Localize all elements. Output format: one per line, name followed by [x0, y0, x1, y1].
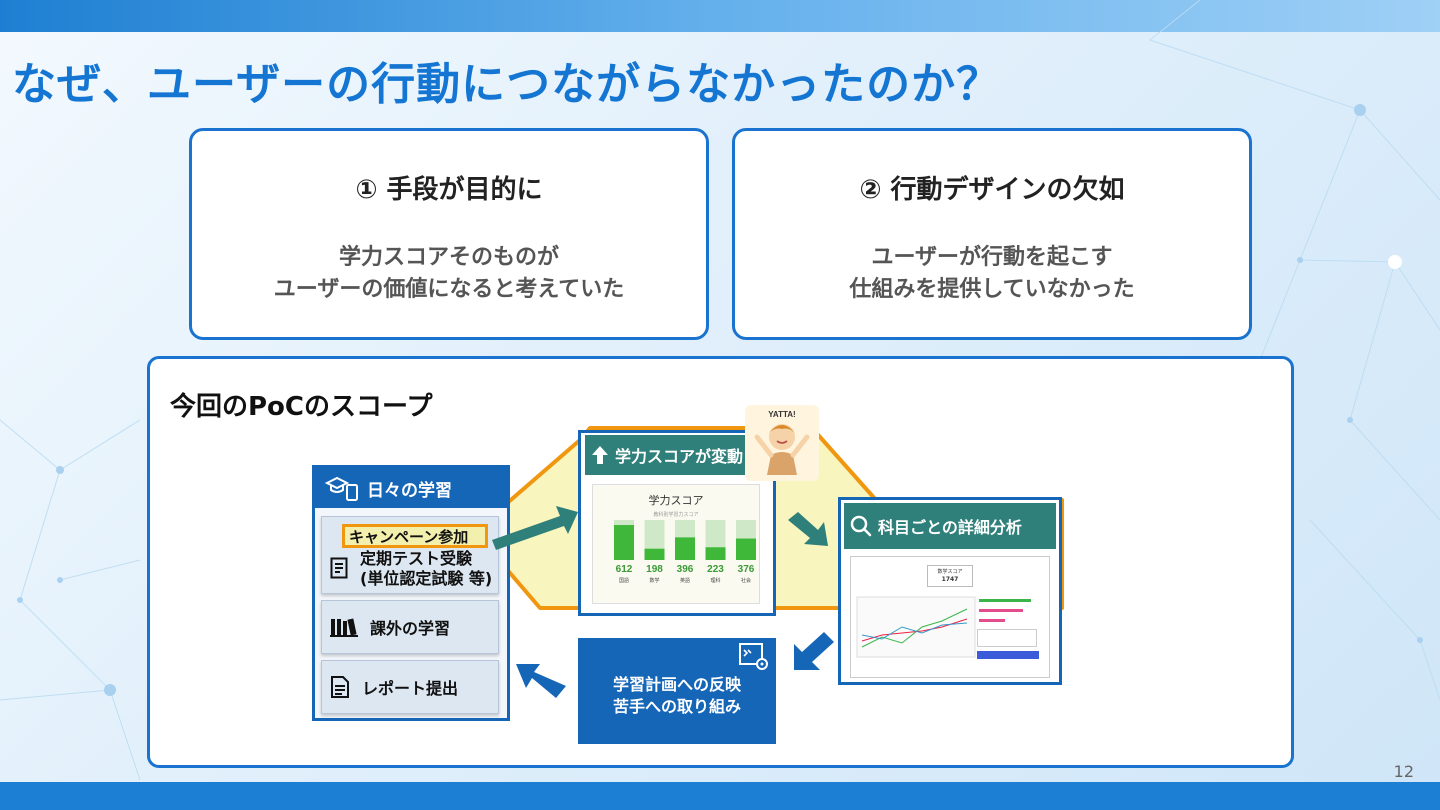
card-body: 学力スコアそのものが ユーザーの価値になると考えていた	[192, 242, 706, 306]
card-body-line: ユーザーの価値になると考えていた	[273, 277, 625, 302]
top-bar	[0, 0, 1440, 32]
card-heading: ① 手段が目的に	[355, 175, 543, 205]
card-body: ユーザーが行動を起こす 仕組みを提供していなかった	[735, 242, 1249, 306]
bar	[705, 547, 726, 560]
report-icon	[331, 676, 349, 698]
card-body-line: ユーザーが行動を起こす	[871, 245, 1113, 270]
card-lack-of-behavior-design: ② 行動デザインの欠如 ユーザーが行動を起こす 仕組みを提供していなかった	[732, 128, 1252, 340]
progress-bar	[979, 609, 1023, 612]
magnifier-icon	[850, 515, 872, 537]
daily-item-label: 課外の学習	[370, 619, 451, 638]
advice-button	[977, 651, 1039, 659]
bar-value-label: 376	[738, 564, 755, 575]
trend-line-chart	[856, 596, 976, 658]
bar-category-label: 英語	[680, 577, 690, 584]
score-panel-header: 学力スコアが変動	[585, 435, 745, 475]
math-score-value: 1747	[941, 576, 959, 583]
planning-gear-icon	[739, 643, 768, 670]
bar	[644, 548, 665, 560]
arrow-up-icon	[592, 446, 608, 464]
study-icon	[324, 476, 358, 501]
progress-bar	[979, 599, 1031, 602]
page-number: 12	[1393, 762, 1414, 781]
bar-category-label: 社会	[741, 577, 751, 584]
campaign-label: キャンペーン参加	[342, 524, 488, 548]
daily-item-label: レポート提出	[362, 679, 459, 698]
daily-study-label: 日々の学習	[367, 480, 452, 501]
card-heading: ② 行動デザインの欠如	[859, 175, 1125, 205]
analysis-panel-label: 科目ごとの詳細分析	[878, 518, 1022, 537]
analysis-screenshot: 数学スコア 1747	[850, 556, 1050, 678]
daily-study-header: 日々の学習	[315, 468, 507, 508]
plan-line: 学習計画への反映	[612, 675, 741, 694]
mascot-text: YATTA!	[768, 410, 795, 419]
bar-value-label: 198	[646, 564, 663, 575]
math-score-badge: 数学スコア 1747	[927, 565, 973, 587]
daily-item-label: 定期テスト受験 (単位認定試験 等)	[360, 549, 492, 589]
card-body-line: 学力スコアそのものが	[338, 245, 559, 270]
test-document-icon	[330, 557, 348, 579]
card-body-line: 仕組みを提供していなかった	[849, 277, 1135, 302]
books-icon	[330, 618, 358, 637]
bottom-bar	[0, 782, 1440, 810]
analysis-panel-header: 科目ごとの詳細分析	[844, 503, 1056, 549]
bar	[614, 525, 634, 560]
score-bar-chart: 612 国語 198 数学 396 英語 223 理科 376 社会	[614, 520, 756, 584]
bar-value-label: 612	[616, 564, 633, 575]
score-chart-title: 学力スコア	[648, 494, 704, 507]
plan-line: 苦手への取り組み	[612, 697, 741, 716]
daily-item-extracurricular: 課外の学習	[321, 600, 499, 654]
bar-value-label: 396	[677, 564, 694, 575]
math-score-title: 数学スコア	[937, 569, 963, 575]
mascot-celebrating-icon: YATTA!	[754, 410, 810, 475]
advice-box	[977, 629, 1037, 647]
daily-item-label-line: 定期テスト受験	[360, 549, 473, 568]
bar-category-label: 理科	[710, 577, 720, 584]
plan-panel: 学習計画への反映 苦手への取り組み	[578, 638, 776, 744]
bar-value-label: 223	[707, 564, 724, 575]
bar	[736, 538, 756, 560]
progress-bar	[979, 619, 1005, 622]
bar	[675, 537, 695, 560]
score-chart-title-block: 学力スコア 教科別学習力スコア	[592, 492, 760, 518]
daily-item-report: レポート提出	[321, 660, 499, 714]
bar-category-label: 数学	[649, 577, 659, 584]
score-chart-subtitle: 教科別学習力スコア	[653, 512, 699, 518]
card-means-became-goal: ① 手段が目的に 学力スコアそのものが ユーザーの価値になると考えていた	[189, 128, 709, 340]
bar-category-label: 国語	[619, 577, 629, 584]
score-panel-label: 学力スコアが変動	[615, 447, 744, 466]
scope-title: 今回のPoCのスコープ	[170, 392, 433, 422]
slide-title: なぜ、ユーザーの行動につながらなかったのか？	[12, 59, 1002, 110]
mascot-illustration: YATTA!	[745, 405, 819, 481]
daily-item-label-line: (単位認定試験 等)	[360, 569, 493, 588]
